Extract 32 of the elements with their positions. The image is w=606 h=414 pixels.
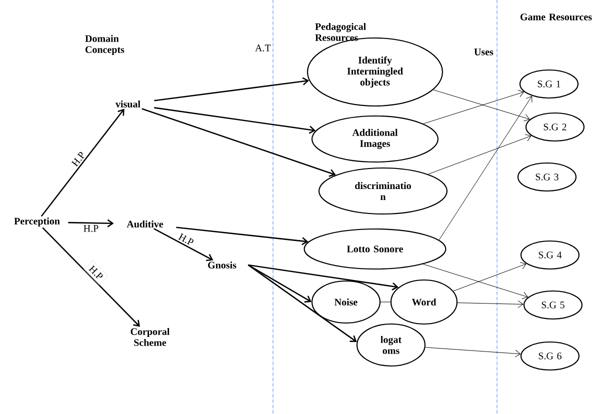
arrow [154, 228, 214, 262]
arrow [248, 264, 312, 303]
concept-label: Corporal Scheme [130, 328, 170, 346]
concept-label: Gnosis [208, 261, 236, 268]
column-heading: Game Resources [520, 14, 592, 20]
arrow [425, 347, 521, 358]
arrow [42, 227, 140, 327]
arrow [422, 264, 528, 300]
arrow [248, 264, 399, 290]
arrow [142, 108, 336, 177]
edge-label: H.P [88, 265, 103, 279]
concept-label: Auditive [126, 220, 164, 228]
edge-label: H.P [178, 233, 194, 245]
arrow [154, 77, 310, 102]
arrow [453, 262, 526, 292]
arrow [433, 90, 530, 122]
arrow [40, 108, 124, 217]
concept-label: visual [116, 100, 140, 108]
arrow [248, 264, 357, 342]
arrow [154, 107, 316, 134]
edge-label: H.P [71, 152, 84, 167]
arrow [68, 219, 114, 228]
arrow [428, 134, 532, 174]
arrow [176, 226, 308, 246]
arrow [457, 300, 524, 308]
arrow [438, 96, 532, 240]
concept-label: Perception [14, 217, 60, 227]
column-heading: Uses [474, 48, 494, 56]
column-heading: A.T [255, 44, 271, 52]
edge-label: H.P [84, 225, 98, 232]
column-heading: Domain Concepts [85, 34, 124, 56]
arrow [423, 90, 524, 124]
